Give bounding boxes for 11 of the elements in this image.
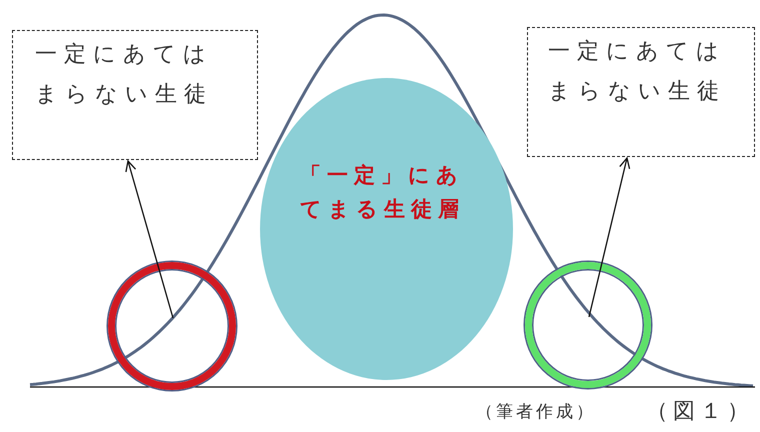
callout-box [527, 27, 755, 157]
ring-marker [525, 262, 651, 388]
arrow [588, 157, 630, 318]
arrow [125, 160, 174, 318]
callout-box [12, 30, 258, 160]
callout-text: 一定にあてはまらない生徒 [35, 41, 214, 109]
group-label: 「一定」にあてまる生徒層 [300, 162, 466, 223]
callout-text: 一定にあてはまらない生徒 [548, 38, 727, 106]
figure-caption: （図１） [646, 398, 754, 426]
ring-marker [108, 262, 236, 390]
source-note: （筆者作成） [476, 401, 596, 423]
